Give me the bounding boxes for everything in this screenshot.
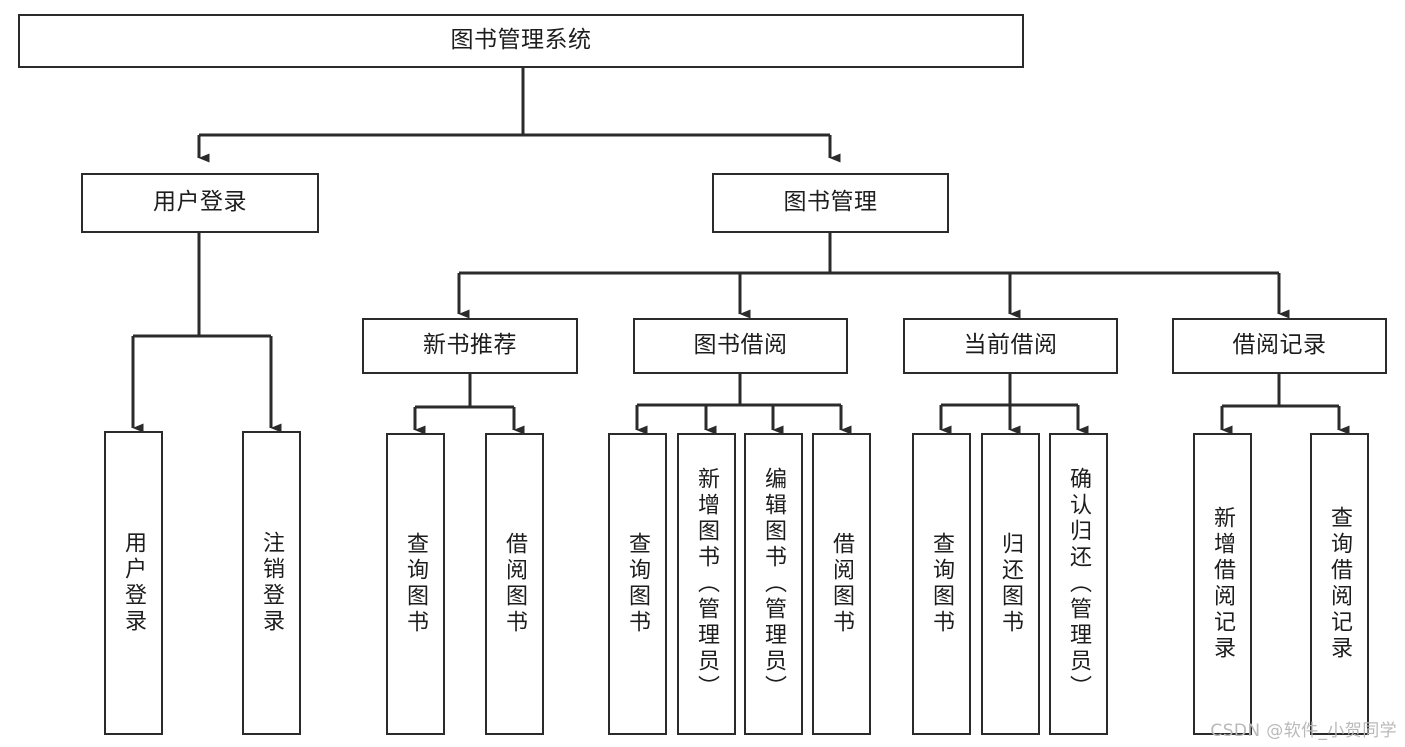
leaf-new-book-query[interactable]: 查询图书 xyxy=(386,433,445,735)
node-label: 借阅图书 xyxy=(502,532,528,636)
node-label: 注销登录 xyxy=(259,531,285,635)
leaf-book-borrow-edit[interactable]: 编辑图书（管理员） xyxy=(744,433,803,735)
node-label: 新增借阅记录 xyxy=(1210,506,1236,662)
node-label: 确认归还（管理员） xyxy=(1066,467,1092,701)
node-label: 当前借阅 xyxy=(963,332,1058,359)
node-label: 查询借阅记录 xyxy=(1327,506,1353,662)
node-label: 用户登录 xyxy=(121,531,147,635)
leaf-new-book-borrow[interactable]: 借阅图书 xyxy=(485,433,544,735)
leaf-book-borrow-borrow[interactable]: 借阅图书 xyxy=(812,433,871,735)
node-label: 新增图书（管理员） xyxy=(694,467,720,701)
node-label: 借阅图书 xyxy=(829,532,855,636)
node-label: 查询图书 xyxy=(625,532,651,636)
node-book-management[interactable]: 图书管理 xyxy=(712,173,949,233)
node-borrow-record[interactable]: 借阅记录 xyxy=(1172,318,1387,374)
leaf-book-borrow-query[interactable]: 查询图书 xyxy=(608,433,667,735)
node-label: 查询图书 xyxy=(929,532,955,636)
leaf-borrow-record-add[interactable]: 新增借阅记录 xyxy=(1193,433,1252,735)
leaf-current-borrow-query[interactable]: 查询图书 xyxy=(912,433,971,735)
node-label: 编辑图书（管理员） xyxy=(761,467,787,701)
leaf-borrow-record-query[interactable]: 查询借阅记录 xyxy=(1310,433,1369,735)
node-current-borrow[interactable]: 当前借阅 xyxy=(903,318,1118,374)
node-book-borrow[interactable]: 图书借阅 xyxy=(633,318,848,374)
leaf-user-login-logout[interactable]: 注销登录 xyxy=(242,431,301,735)
node-label: 图书借阅 xyxy=(693,332,788,359)
leaf-user-login-login[interactable]: 用户登录 xyxy=(104,431,163,735)
leaf-current-borrow-confirm-return[interactable]: 确认归还（管理员） xyxy=(1049,433,1108,735)
leaf-book-borrow-add[interactable]: 新增图书（管理员） xyxy=(677,433,736,735)
node-user-login[interactable]: 用户登录 xyxy=(81,173,319,233)
node-label: 图书管理 xyxy=(783,189,878,216)
node-label: 图书管理系统 xyxy=(450,27,592,54)
csdn-watermark: CSDN @软件_小贺同学 xyxy=(1210,721,1397,741)
node-label: 新书推荐 xyxy=(423,332,517,359)
node-new-book-recommend[interactable]: 新书推荐 xyxy=(362,318,578,374)
node-label: 用户登录 xyxy=(153,189,247,216)
node-label: 借阅记录 xyxy=(1232,332,1327,359)
leaf-current-borrow-return[interactable]: 归还图书 xyxy=(981,433,1040,735)
node-label: 归还图书 xyxy=(998,532,1024,636)
node-label: 查询图书 xyxy=(403,532,429,636)
node-root-system[interactable]: 图书管理系统 xyxy=(18,14,1024,68)
